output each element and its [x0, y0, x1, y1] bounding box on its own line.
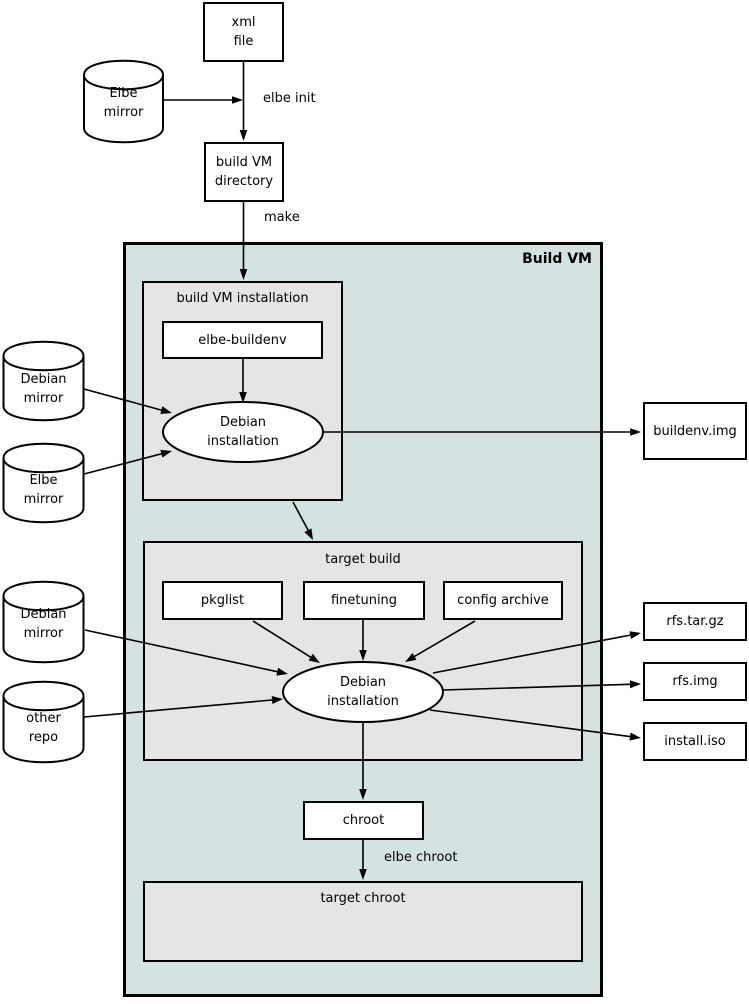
xml-file-node: xml file — [203, 2, 284, 62]
debian-mirror-2-label: Debian mirror — [20, 607, 67, 641]
elbe-buildenv-node: elbe-buildenv — [162, 321, 323, 359]
arrow-xml-to-build-vm-directory — [239, 62, 248, 141]
make-edge-label: make — [264, 210, 300, 225]
target-chroot-title: target chroot — [320, 891, 406, 906]
elbe-mirror-bottom-label: Elbe mirror — [23, 473, 64, 507]
install-iso-node: install.iso — [643, 722, 747, 761]
rfs-img-node: rfs.img — [643, 662, 747, 701]
finetuning-node: finetuning — [303, 581, 425, 620]
build-vm-installation-panel: build VM installation — [142, 281, 343, 501]
chroot-node: chroot — [303, 801, 424, 840]
elbe-chroot-edge-label: elbe chroot — [384, 850, 458, 865]
debian-mirror-1-label: Debian mirror — [20, 372, 67, 406]
target-chroot-panel: target chroot — [143, 881, 583, 962]
other-repo-label: other repo — [26, 711, 61, 745]
config-archive-node: config archive — [443, 581, 563, 620]
build-vm-installation-title: build VM installation — [176, 291, 309, 306]
elbe-mirror-top-label: Elbe mirror — [103, 86, 144, 120]
buildenv-img-node: buildenv.img — [643, 402, 747, 460]
target-build-panel: target build — [143, 541, 583, 761]
build-vm-label: Build VM — [522, 251, 592, 267]
build-vm-directory-node: build VM directory — [204, 142, 284, 202]
arrow-elbe-mirror-to-init — [163, 96, 243, 104]
pkglist-node: pkglist — [162, 581, 283, 620]
debian-installation-1-label: Debian installation — [207, 415, 279, 449]
rfs-tar-gz-node: rfs.tar.gz — [643, 602, 747, 641]
elbe-init-edge-label: elbe init — [263, 91, 316, 106]
debian-installation-2-label: Debian installation — [327, 675, 399, 709]
target-build-title: target build — [325, 552, 401, 567]
